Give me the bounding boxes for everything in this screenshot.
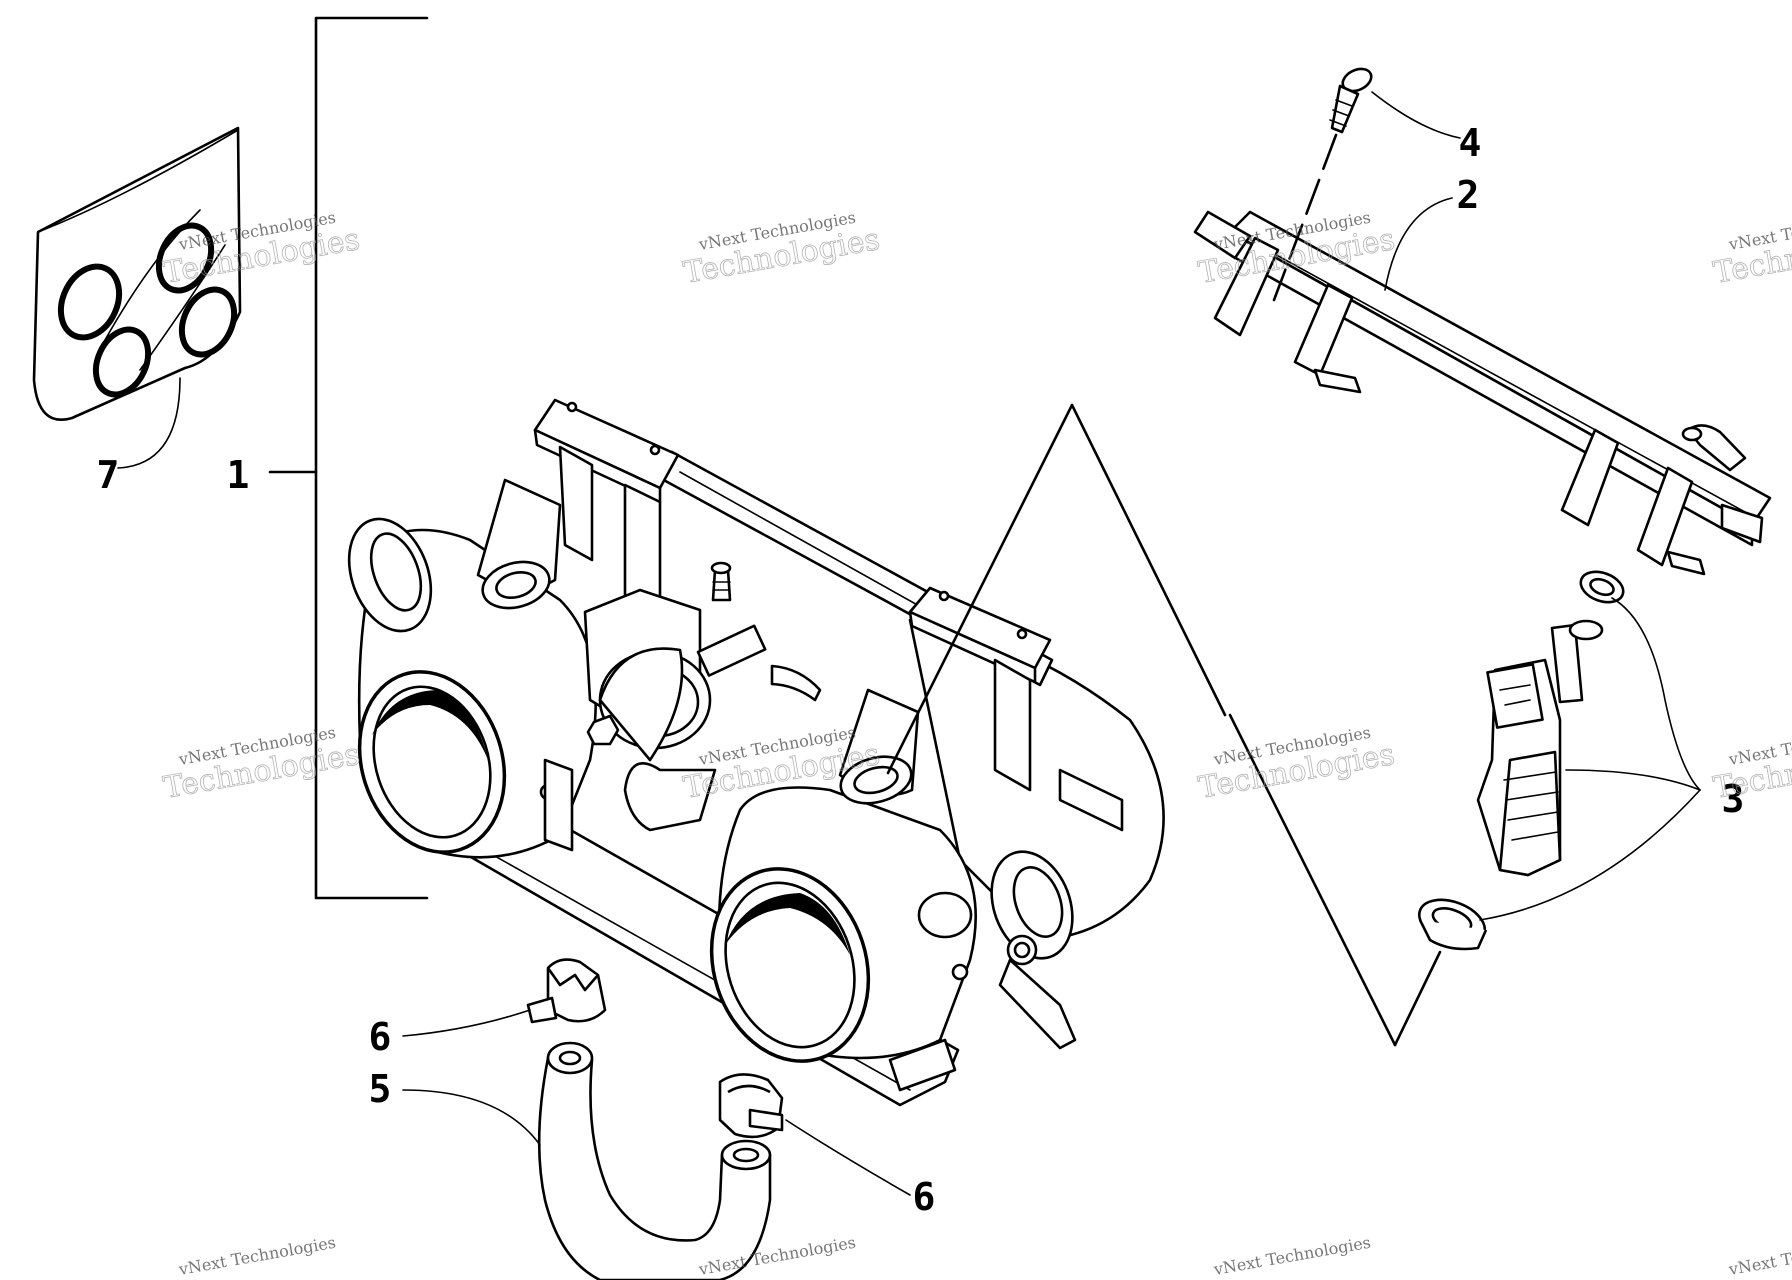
callout-2: 2 — [1457, 173, 1480, 217]
svg-text:vNext Technologies: vNext Technologies — [1726, 1233, 1792, 1279]
part-6-hose-clamp-top — [526, 958, 607, 1024]
watermark-12: vNext Technologies — [1726, 1233, 1792, 1279]
part-1-bracket — [268, 16, 429, 900]
svg-text:vNext Technologies: vNext Technologies — [1211, 1233, 1372, 1279]
leader-lines — [117, 91, 1701, 1196]
callout-6-top: 6 — [369, 1015, 392, 1059]
part-5-hose — [537, 1041, 772, 1280]
part-4-screw — [1272, 67, 1373, 302]
watermark-5: vNext Technologies Technologies — [160, 723, 362, 807]
callout-1: 1 — [227, 453, 250, 497]
callout-6-bottom: 6 — [913, 1175, 936, 1219]
watermark-2: vNext Technologies Technologies — [680, 208, 882, 292]
callout-labels: 1 2 3 4 5 6 6 7 — [97, 121, 1745, 1219]
part-6-hose-clamp-bottom — [718, 1073, 784, 1139]
part-2-fuel-rail — [1193, 210, 1772, 576]
watermark-4: vNext Technologies Technologies — [1710, 208, 1792, 292]
throttle-body-assembly — [347, 398, 1227, 1107]
callout-3: 3 — [1722, 777, 1745, 821]
watermark-11: vNext Technologies — [1211, 1233, 1372, 1279]
watermark-8: vNext Technologies Technologies — [1710, 723, 1792, 807]
callout-4: 4 — [1459, 121, 1482, 165]
watermark-7: vNext Technologies Technologies — [1195, 723, 1397, 807]
part-3-injector — [1228, 570, 1625, 1047]
part-7-oring-kit — [32, 126, 242, 421]
watermark-9: vNext Technologies — [176, 1233, 337, 1279]
callout-5: 5 — [369, 1067, 392, 1111]
callout-7: 7 — [97, 453, 120, 497]
svg-text:vNext Technologies: vNext Technologies — [176, 1233, 337, 1279]
